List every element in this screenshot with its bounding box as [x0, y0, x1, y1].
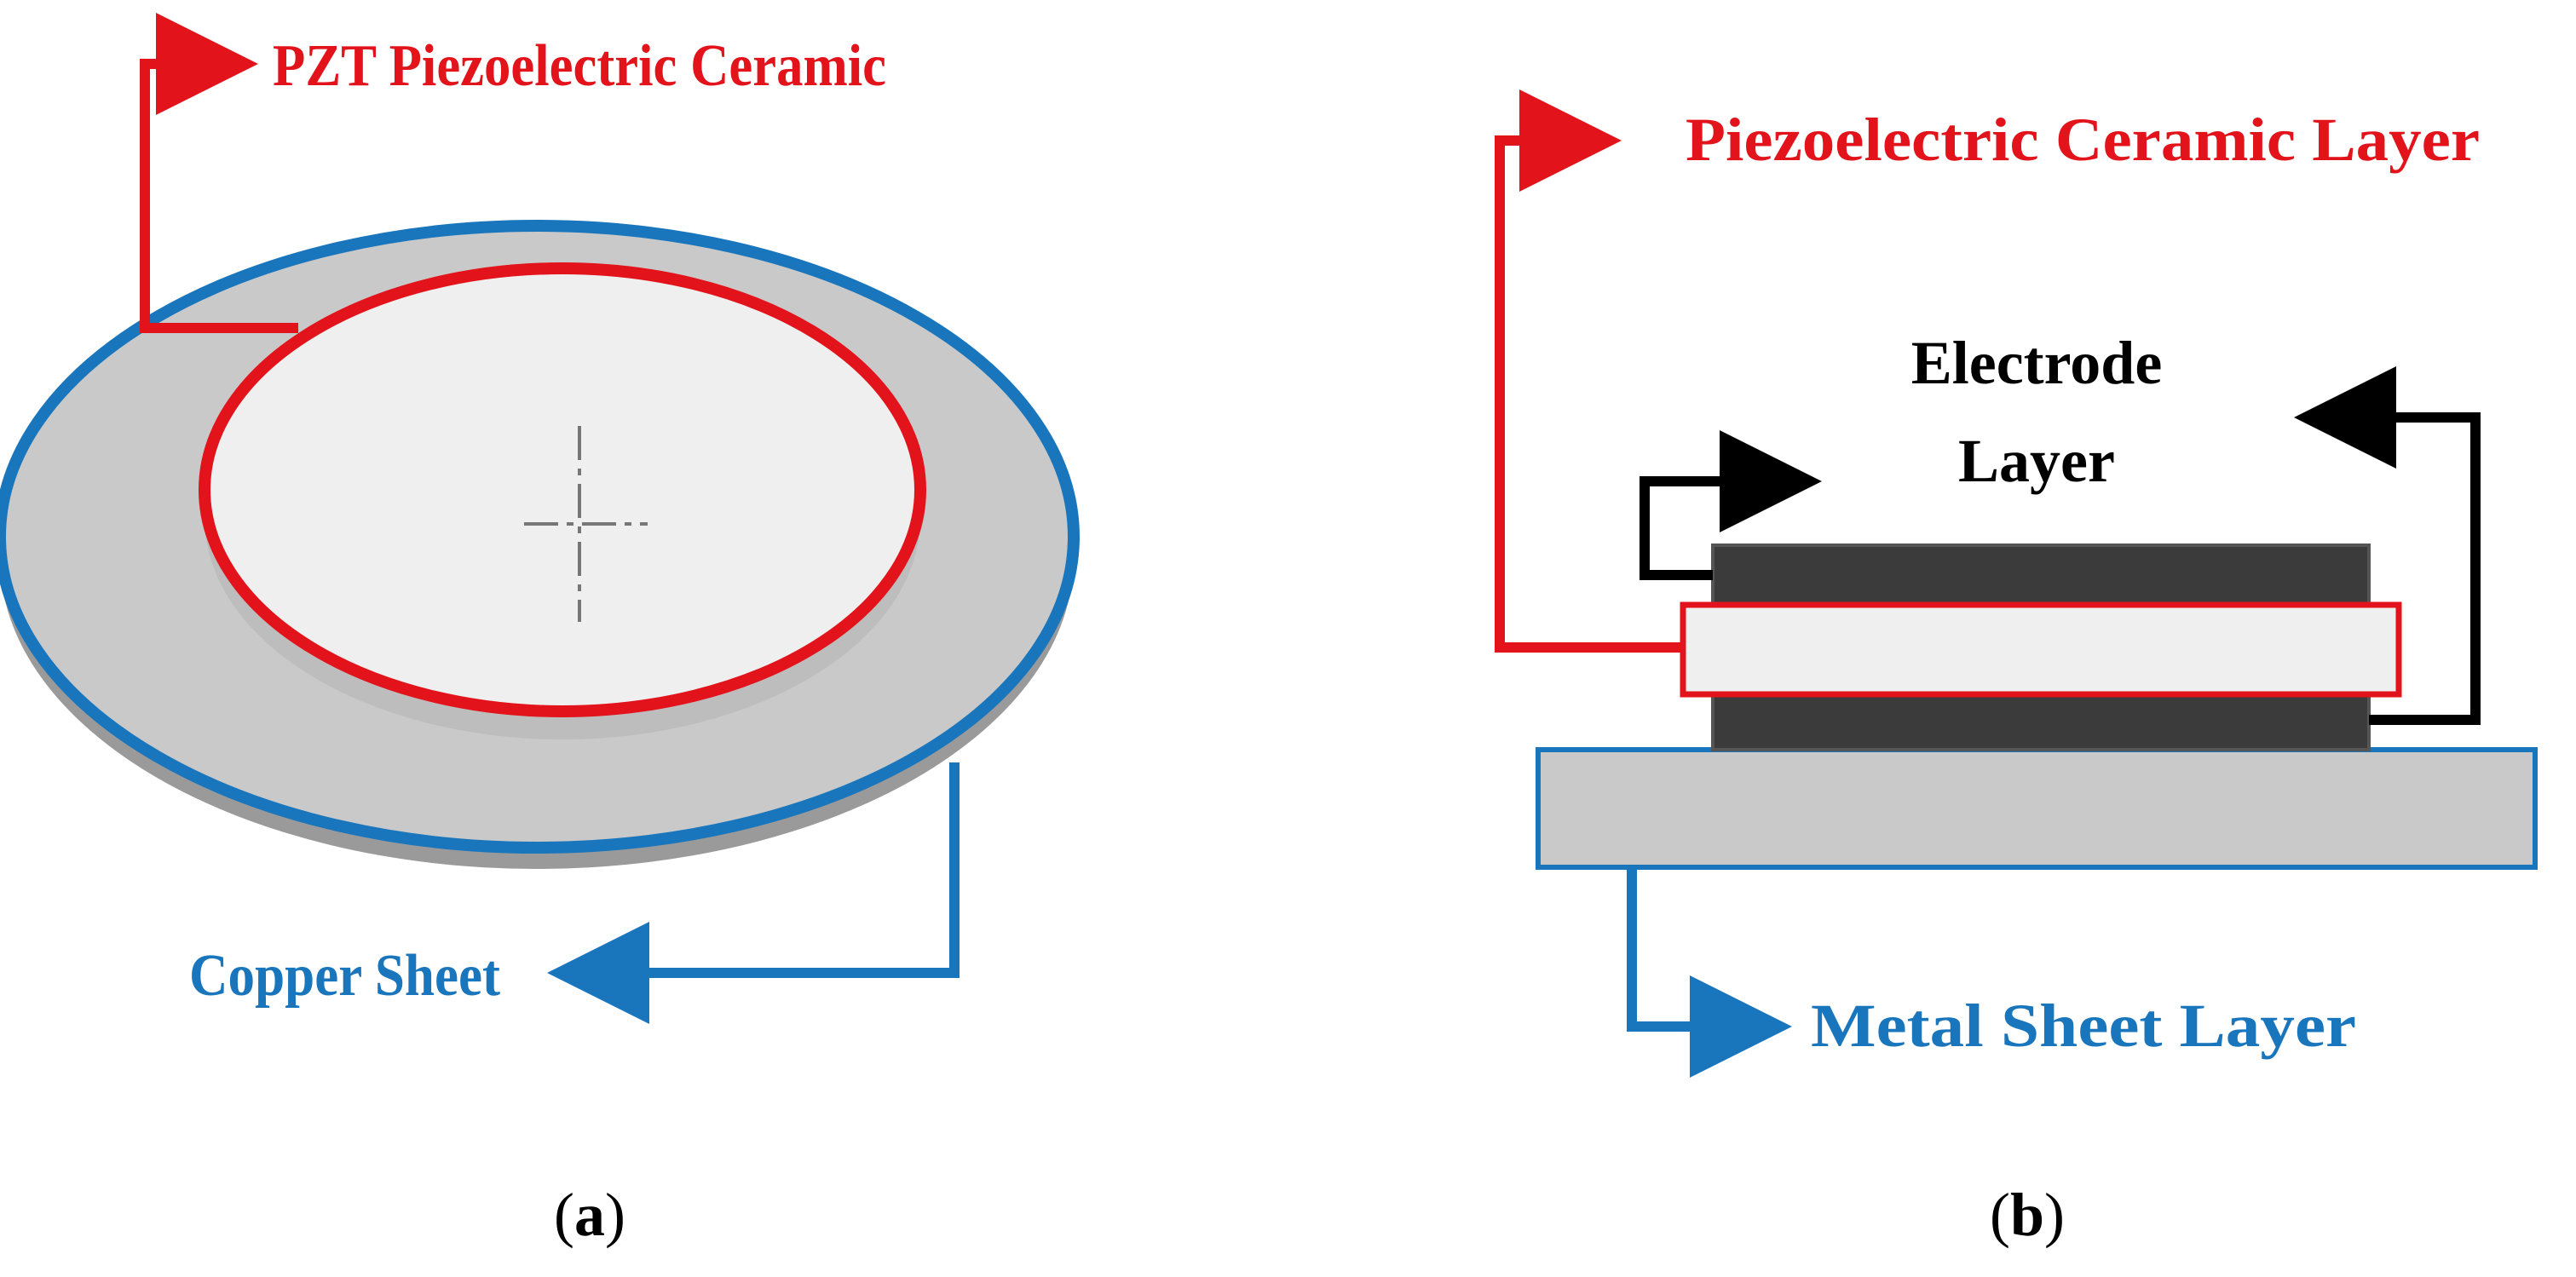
panel-b: Piezoelectric Ceramic Layer Electrode La…: [1495, 89, 2538, 1249]
panel-b-caption: (b): [1990, 1181, 2065, 1249]
center-crosshair: [524, 426, 648, 622]
piezo-ceramic-layer: [1680, 601, 2402, 698]
metal-sheet-layer: [1536, 747, 2538, 870]
panel-a-caption: (a): [554, 1181, 625, 1249]
ceramic-layer-leader-arrow: [1495, 89, 1683, 653]
ceramic-label: PZT Piezoelectric Ceramic: [273, 33, 886, 99]
copper-leader-arrow: [547, 762, 960, 1024]
ceramic-leader-arrow: [140, 13, 298, 333]
ceramic-layer-label: Piezoelectric Ceramic Layer: [1686, 106, 2480, 174]
electrode-label-line1: Electrode: [1911, 329, 2163, 397]
metal-sheet-leader-arrow: [1627, 867, 1792, 1078]
piezo-ceramic-disc: [199, 262, 926, 739]
panel-a: PZT Piezoelectric Ceramic Copper Sheet (…: [0, 13, 1080, 1249]
metal-sheet-label: Metal Sheet Layer: [1811, 992, 2356, 1060]
copper-label: Copper Sheet: [189, 943, 500, 1009]
electrode-label-line2: Layer: [1958, 427, 2115, 495]
electrode-bottom-leader-arrow: [2294, 366, 2481, 725]
electrode-top-leader-arrow: [1640, 430, 1822, 580]
